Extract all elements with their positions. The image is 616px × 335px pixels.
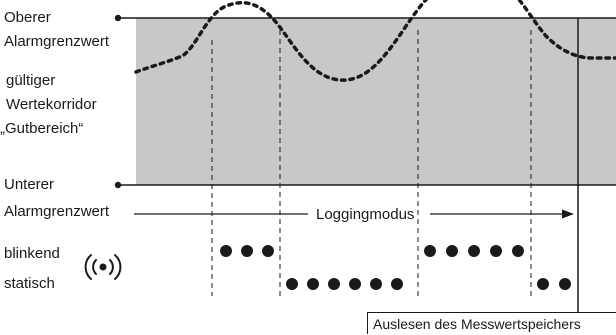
led-dot bbox=[537, 278, 549, 290]
corridor-label-line1: gültiger bbox=[6, 72, 56, 89]
upper-limit-label-line1: Oberer bbox=[4, 9, 51, 26]
static-dots bbox=[286, 278, 571, 290]
crossing-markers bbox=[211, 30, 532, 296]
led-dot bbox=[391, 278, 403, 290]
led-dot bbox=[262, 245, 274, 257]
led-dot bbox=[446, 245, 458, 257]
led-dot bbox=[328, 278, 340, 290]
lower-limit-label-line1: Unterer bbox=[4, 176, 55, 193]
measurement-curve bbox=[134, 0, 616, 82]
led-dot bbox=[424, 245, 436, 257]
radio-signal-icon bbox=[84, 254, 122, 280]
readout-label: Auslesen des Messwertspeichers bbox=[367, 312, 616, 334]
led-dot bbox=[349, 278, 361, 290]
lower-limit-marker bbox=[114, 181, 122, 189]
blinking-label: blinkend bbox=[4, 245, 60, 262]
logging-arrowhead bbox=[562, 209, 574, 219]
led-dot bbox=[490, 245, 502, 257]
lower-limit-label-line2: Alarmgrenzwert bbox=[4, 203, 110, 220]
led-dot bbox=[370, 278, 382, 290]
led-dot bbox=[559, 278, 571, 290]
led-dot bbox=[241, 245, 253, 257]
corridor-label-line3: „Gutbereich“ bbox=[0, 120, 84, 137]
static-label: statisch bbox=[4, 275, 55, 292]
led-dot bbox=[307, 278, 319, 290]
upper-limit-label-line2: Alarmgrenzwert bbox=[4, 33, 110, 50]
blinking-dots bbox=[220, 245, 524, 257]
led-dot bbox=[512, 245, 524, 257]
led-dot bbox=[468, 245, 480, 257]
logging-mode-label: Loggingmodus bbox=[316, 206, 415, 223]
upper-limit-marker bbox=[114, 14, 122, 22]
led-dot bbox=[220, 245, 232, 257]
valid-value-corridor bbox=[136, 18, 616, 185]
led-dot bbox=[286, 278, 298, 290]
corridor-label-line2: Wertekorridor bbox=[6, 96, 97, 113]
